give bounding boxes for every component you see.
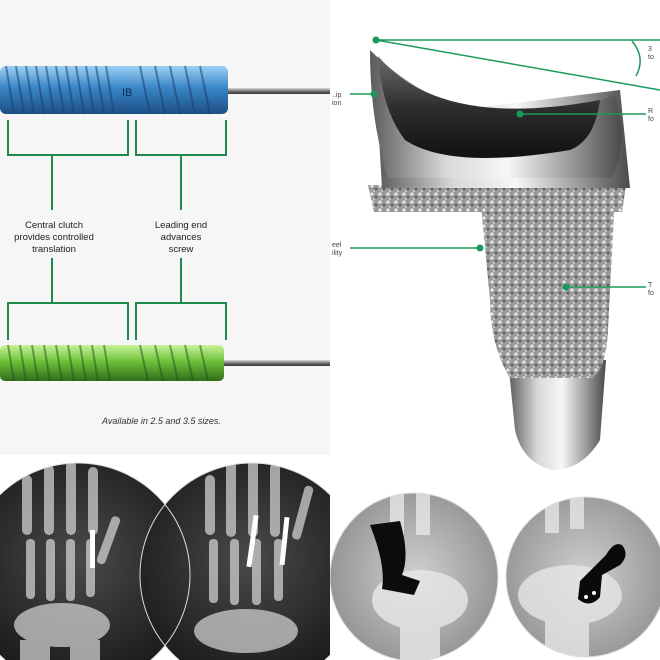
callout-line: T <box>648 282 653 289</box>
screw-mark: IB <box>122 87 132 99</box>
callout-line: 3 <box>648 46 652 53</box>
label-line: Central clutch <box>24 220 84 231</box>
green-screw <box>0 344 330 382</box>
hand-xray-right <box>140 463 330 660</box>
porous-stem <box>480 195 615 378</box>
implant-shadow <box>370 521 420 595</box>
callout-line: fo <box>648 290 654 297</box>
callout-dots <box>370 36 570 291</box>
callout-line: R <box>648 108 654 115</box>
callout-t: T fo <box>648 282 654 298</box>
label-line: advances <box>160 232 202 243</box>
callout-line: ..ip <box>332 92 342 99</box>
stem-tip <box>508 360 606 470</box>
callout-line: fo <box>648 116 654 123</box>
leading-end-label: Leading end advances screw <box>136 220 226 256</box>
screw-diagram-panel: IB <box>0 0 330 455</box>
blue-screw: IB <box>0 65 330 115</box>
callout-steel: eel ility <box>332 242 342 258</box>
cup-surface <box>378 56 600 158</box>
callout-lip: ..ip ion <box>332 92 341 108</box>
label-line: screw <box>168 244 194 255</box>
porous-collar <box>368 185 626 212</box>
callout-r: R fo <box>648 108 654 124</box>
callout-line: eel <box>332 242 342 249</box>
hand-xray-panel <box>0 455 330 660</box>
top-brackets <box>7 120 227 210</box>
wrist-xrays <box>330 492 660 660</box>
callout-angle: 3 to <box>648 46 654 62</box>
wrist-xray-left <box>330 493 498 660</box>
implant-callouts <box>350 39 660 288</box>
wrist-xray-panel <box>330 485 660 660</box>
bottom-brackets <box>7 258 227 340</box>
label-line: provides controlled <box>14 232 94 243</box>
implant-shadow <box>578 544 626 604</box>
screw-diagram: IB <box>0 65 330 382</box>
callout-line: to <box>648 54 654 61</box>
hand-xrays <box>0 462 330 660</box>
sizes-caption: Available in 2.5 and 3.5 sizes. <box>102 416 221 426</box>
callout-line: ion <box>332 100 342 107</box>
implant-illustration <box>350 36 660 470</box>
callout-line: ility <box>332 250 343 257</box>
implant-panel: 3 to ..ip ion R fo eel ility T fo <box>330 0 660 485</box>
label-line: Leading end <box>154 220 208 231</box>
central-clutch-label: Central clutch provides controlled trans… <box>6 220 102 256</box>
wrist-xray-right <box>506 497 660 657</box>
label-line: translation <box>32 244 76 255</box>
